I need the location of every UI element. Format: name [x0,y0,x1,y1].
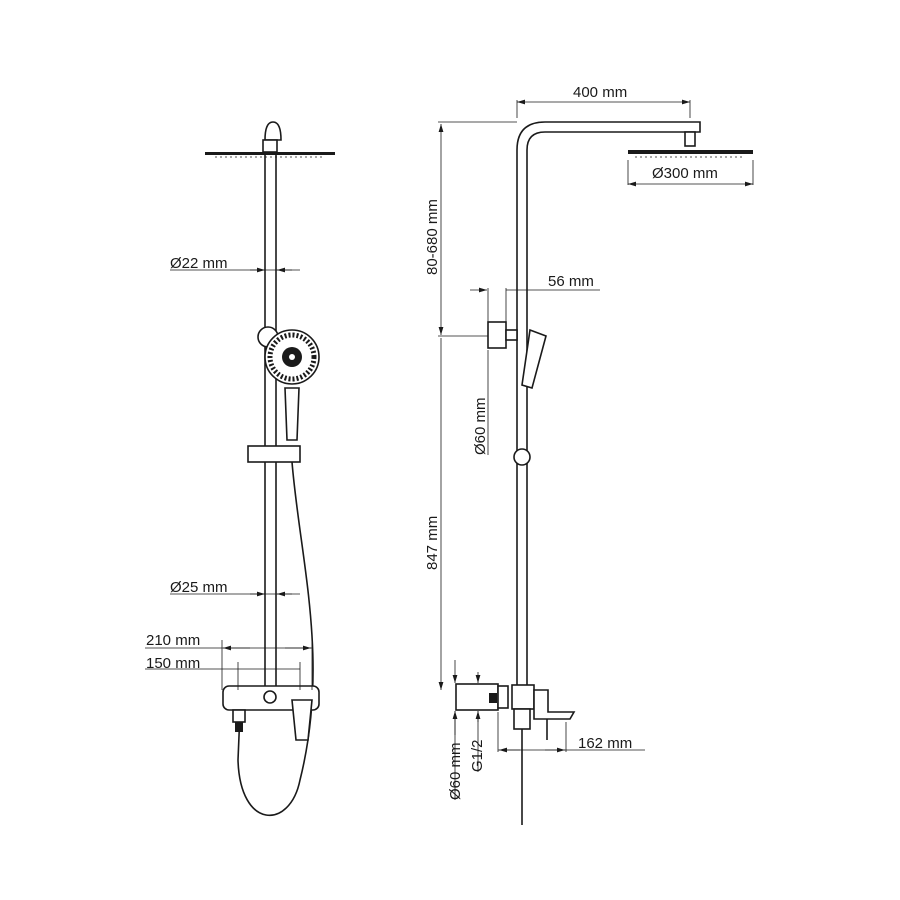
overhead-shower-front [205,121,335,158]
dim-arm-length: 400 mm [573,84,627,101]
riser-pipe-front [264,155,277,690]
dim-height-adjust: 80-680 mm [424,199,441,275]
dim-holder-diameter: Ø60 mm [472,397,489,455]
dim-thread: G1/2 [469,739,486,772]
shower-hose [237,461,314,816]
dim-width-inner: 150 mm [146,655,200,672]
dim-pipe-upper: Ø22 mm [170,255,228,272]
front-view: Ø22 mm Ø25 mm 210 mm 150 mm [145,121,335,816]
dim-spout-length: 162 mm [578,735,632,752]
dim-body-height: 847 mm [424,516,441,570]
riser-arm-side [516,121,701,690]
dim-wall-offset: 56 mm [548,273,594,290]
dim-pipe-lower: Ø25 mm [170,579,228,596]
dim-escutcheon-diameter: Ø60 mm [447,742,464,800]
mixer-front [222,685,320,741]
slide-holder [247,445,301,463]
mixer-side [455,683,576,825]
wall-holder-side [487,321,547,466]
overhead-shower-side [628,131,753,158]
side-view: 400 mm Ø300 mm 80-680 mm 847 mm 56 mm Ø6… [424,84,754,825]
hand-shower-front [257,326,320,441]
dim-width-outer: 210 mm [146,632,200,649]
dim-head-diameter: Ø300 mm [652,165,718,182]
